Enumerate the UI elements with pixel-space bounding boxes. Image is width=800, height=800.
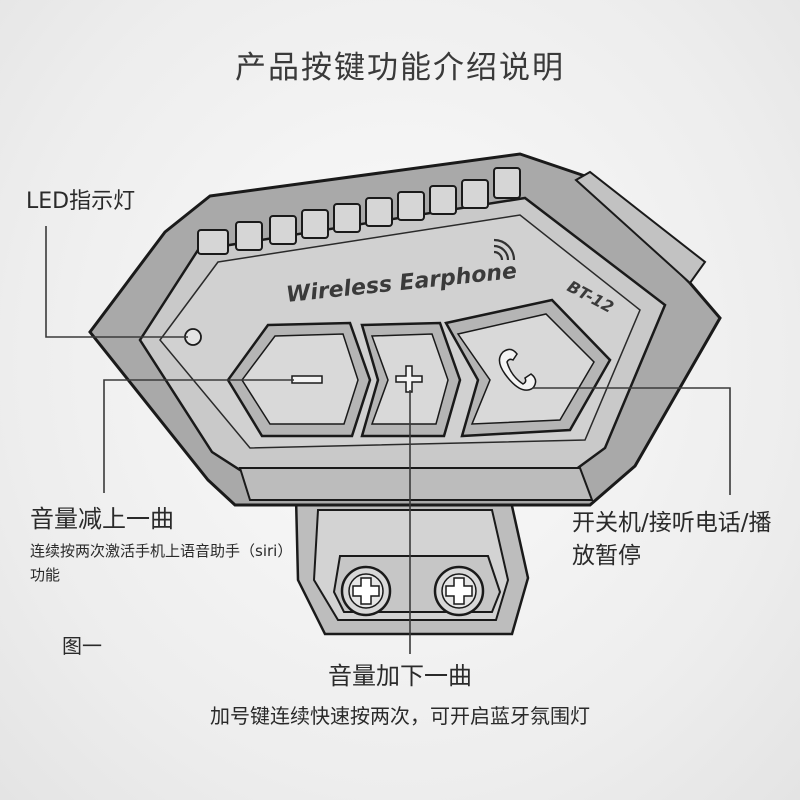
- phone-button[interactable]: [444, 298, 612, 438]
- callout-line-minus: [103, 379, 294, 493]
- vent-grille: [197, 167, 521, 255]
- plus-button[interactable]: [360, 321, 462, 438]
- minus-button[interactable]: [226, 321, 372, 438]
- volume-down-description: 连续按两次激活手机上语音助手（siri）功能: [30, 542, 285, 584]
- wifi-signal-icon: [493, 238, 516, 261]
- plus-icon: [395, 365, 423, 393]
- minus-icon: [291, 375, 323, 384]
- screw-left-icon: [340, 565, 392, 617]
- volume-up-label: 音量加下一曲: [328, 662, 472, 690]
- figure-label: 图一: [62, 634, 102, 658]
- phone-icon: [498, 348, 537, 391]
- volume-down-label: 音量减上一曲: [30, 505, 174, 533]
- mounting-bracket: [294, 495, 530, 636]
- callout-line-power: [532, 387, 731, 495]
- volume-up-description: 加号键连续快速按两次，可开启蓝牙氛围灯: [210, 704, 590, 728]
- power-answer-label: 开关机/接听电话/播放暂停: [572, 510, 772, 569]
- page-title: 产品按键功能介绍说明: [235, 50, 565, 86]
- callout-line-led: [45, 226, 188, 338]
- callout-lines: [45, 226, 731, 654]
- screw-right-icon: [433, 565, 485, 617]
- led-indicator-label: LED指示灯: [26, 189, 136, 214]
